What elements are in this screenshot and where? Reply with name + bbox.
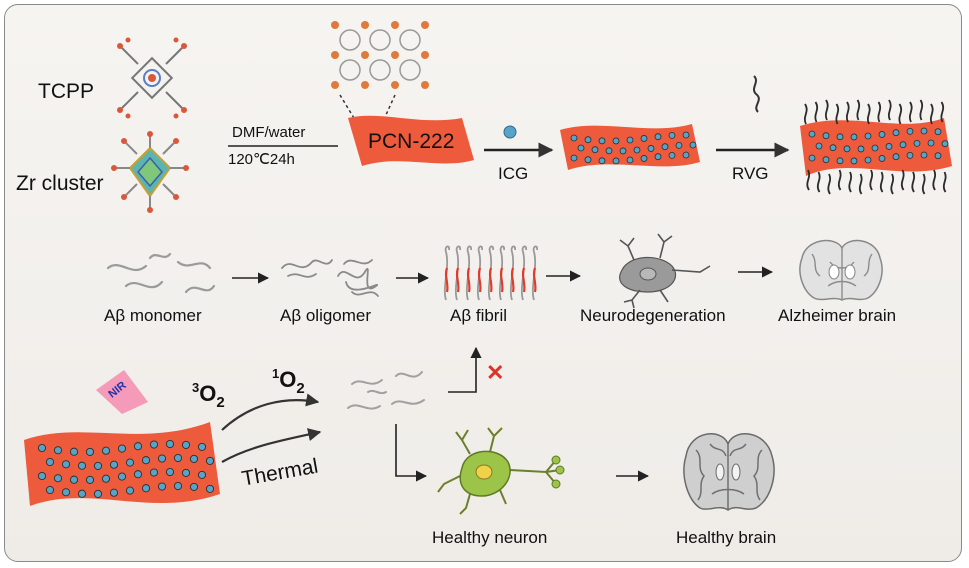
tcpp-label: TCPP [38,80,95,103]
rvg-label: RVG [732,164,769,183]
abeta-oligomer-icon [281,259,379,297]
tcpp-molecule-icon [117,37,187,119]
pcn222-label: PCN-222 [368,130,455,153]
arrow-to-healthy-neuron [395,424,428,482]
abeta-oligomer-label: Aβ oligomer [280,306,372,325]
zr-cluster-icon [111,131,189,213]
icg-loaded-sheet-icon [560,124,700,170]
abeta-fibril-icon [443,245,538,301]
abeta-monomer-label: Aβ monomer [104,306,202,325]
icg-label: ICG [498,164,529,183]
healthy-brain-label: Healthy brain [676,528,777,547]
treated-sheet-icon [24,422,220,506]
blocked-mark: ✕ [486,360,505,385]
singlet-oxygen-label: 1O2 [272,366,305,397]
neurodegeneration-label: Neurodegeneration [580,306,726,325]
zr-cluster-label: Zr cluster [16,172,104,195]
condition-bottom-label: 120℃24h [228,151,295,168]
abeta-monomer-icon [106,252,216,294]
singlet-oxygen-arrow [221,393,320,431]
healthy-brain-icon [683,433,775,511]
blocked-aggregation-arrow [448,346,482,393]
icg-molecule-icon [503,125,517,139]
disassembled-fragments-icon [347,371,425,410]
condition-top-label: DMF/water [232,124,306,141]
healthy-neuron-icon [437,427,565,515]
rvg-decorated-sheet-icon [800,99,952,195]
pcn222-sheet-icon [348,115,474,166]
nir-light-icon [96,370,148,414]
healthy-neuron-label: Healthy neuron [432,528,548,547]
rvg-peptide-icon [753,75,760,113]
degenerating-neuron-icon [619,233,711,309]
thermal-arrow [221,428,322,463]
abeta-fibril-label: Aβ fibril [450,306,508,325]
alzheimer-brain-label: Alzheimer brain [778,306,897,325]
triplet-oxygen-label: 3O2 [192,380,225,411]
alzheimer-brain-icon [799,239,883,301]
